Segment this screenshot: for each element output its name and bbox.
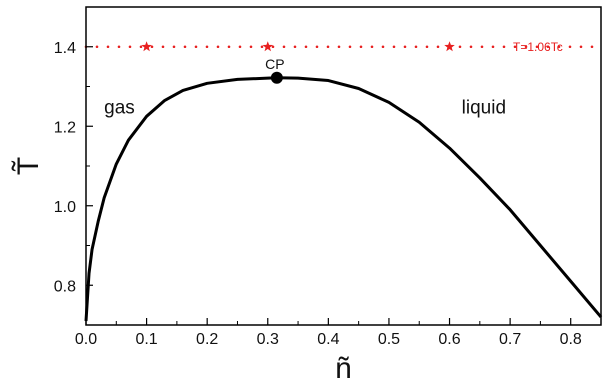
x-tick-label: 0.6 bbox=[438, 331, 460, 348]
x-tick-label: 0.3 bbox=[257, 331, 279, 348]
x-tick-label: 0.0 bbox=[75, 331, 97, 348]
x-tick-label: 0.8 bbox=[560, 331, 582, 348]
x-tick-label: 0.4 bbox=[317, 331, 339, 348]
x-axis-label: ñ bbox=[335, 352, 352, 385]
coexistence-curve bbox=[84, 76, 603, 322]
critical-point-marker bbox=[270, 71, 283, 84]
critical-point-label: CP bbox=[265, 56, 284, 72]
x-tick-label: 0.5 bbox=[378, 331, 400, 348]
x-tick-label: 0.7 bbox=[499, 331, 521, 348]
y-tick-label: 1.0 bbox=[54, 199, 76, 216]
plot-frame bbox=[85, 6, 602, 326]
y-tick-label: 1.4 bbox=[54, 40, 76, 57]
isotherm-star-marker bbox=[141, 41, 152, 52]
isotherm-star-marker bbox=[262, 41, 273, 52]
x-tick-label: 0.2 bbox=[196, 331, 218, 348]
x-tick-label: 0.1 bbox=[135, 331, 157, 348]
y-tick-label: 1.2 bbox=[54, 119, 76, 136]
isotherm-star-marker bbox=[444, 41, 455, 52]
isotherm-label: T=1.06Tc bbox=[513, 40, 563, 54]
y-axis-label: T̃ bbox=[12, 157, 45, 175]
y-tick-label: 0.8 bbox=[54, 278, 76, 295]
region-label-gas: gas bbox=[104, 97, 135, 118]
region-label-liquid: liquid bbox=[462, 97, 506, 118]
axis-ticks: 0.0 0.1 0.2 0.3 0.4 0.5 0.6 0.7 0.8 0.8 1.0 1.2 1.4 bbox=[54, 6, 582, 348]
